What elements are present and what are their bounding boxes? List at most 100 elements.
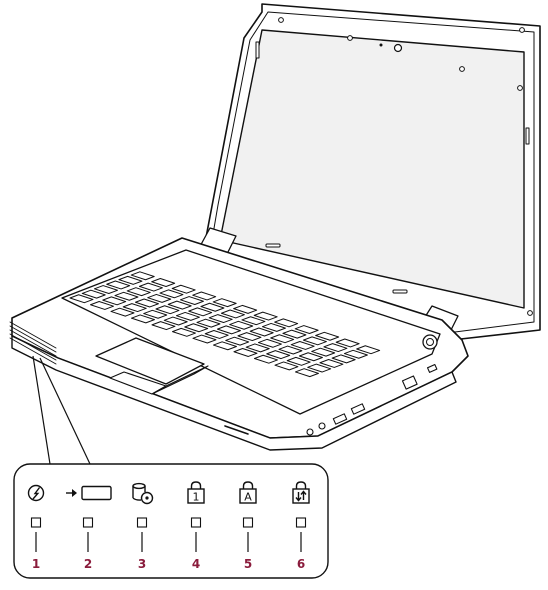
keyboard-key — [167, 300, 192, 310]
keyboard-key — [274, 361, 299, 371]
keyboard-key — [69, 294, 94, 304]
keyboard-key — [241, 316, 266, 326]
keyboard-key — [143, 309, 168, 319]
side-ports — [306, 363, 438, 436]
keyboard-key — [294, 368, 319, 378]
keyboard-key — [138, 282, 163, 292]
keyboard-key — [274, 318, 299, 328]
keyboard-key — [294, 325, 319, 335]
indicator-number: 6 — [297, 557, 305, 571]
drive-activity-icon — [132, 482, 154, 505]
keyboard-key — [257, 338, 282, 348]
keyboard-key — [278, 345, 303, 355]
keyboard-key — [290, 340, 315, 350]
speaker-grille — [9, 321, 57, 365]
keyboard-key — [196, 318, 221, 328]
screen — [219, 29, 525, 309]
keyboard-key — [282, 329, 307, 339]
keyboard-key — [192, 291, 217, 301]
indicator-item: 14 — [187, 481, 205, 571]
keyboard-key — [130, 271, 155, 281]
keyboard-key — [204, 329, 229, 339]
keyboard-key — [319, 359, 344, 368]
keyboard-key — [307, 363, 332, 373]
keyboard-key — [159, 289, 184, 299]
keyboard-key — [323, 343, 348, 353]
indicator-led — [190, 517, 202, 528]
ac-battery-icon — [66, 485, 112, 501]
keyboard-key — [253, 311, 278, 321]
keyboard-key — [175, 311, 200, 321]
num-lock-icon: 1 — [187, 481, 205, 504]
keyboard-key — [315, 331, 340, 341]
indicator-item: 2 — [66, 485, 112, 571]
keyboard-key — [266, 350, 291, 360]
indicator-number: 5 — [244, 557, 252, 571]
keyboard-key — [147, 293, 172, 303]
keyboard-key — [249, 327, 274, 337]
keyboard-key — [245, 343, 270, 353]
indicator-led — [295, 517, 307, 528]
keyboard-key — [102, 296, 127, 306]
svg-text:1: 1 — [193, 491, 200, 504]
touchpad-right-button — [151, 365, 209, 395]
keyboard-key — [126, 287, 151, 297]
keyboard-key — [212, 298, 237, 308]
indicator-number: 2 — [84, 557, 92, 571]
touchpad — [95, 337, 205, 385]
keyboard-key — [270, 334, 295, 344]
keyboard-key — [233, 348, 258, 357]
keyboard-key — [208, 314, 233, 324]
keyboard-key — [225, 336, 250, 346]
keyboard-key — [200, 302, 225, 312]
keyboard-key — [163, 316, 188, 326]
keyboard-key — [188, 307, 213, 317]
keyboard-key — [212, 341, 237, 351]
keyboard-key — [220, 309, 245, 319]
webcam — [393, 43, 403, 53]
power-icon — [27, 484, 45, 502]
keyboard-key — [81, 289, 106, 299]
keyboard-key — [155, 305, 180, 315]
keyboard-key — [151, 278, 176, 287]
indicator-number: 3 — [138, 557, 146, 571]
indicator-item: 1 — [27, 484, 45, 571]
keyboard-key — [134, 298, 159, 308]
indicator-led — [30, 517, 42, 528]
keyboard-key — [118, 275, 143, 285]
keyboard-key — [93, 285, 118, 295]
keyboard-key — [192, 334, 217, 344]
keyboard-key — [261, 322, 286, 332]
keyboard-key — [331, 354, 356, 364]
keyboard-key — [106, 280, 131, 290]
keyboard-keys — [69, 271, 381, 378]
indicator-led — [242, 517, 254, 528]
keyboard-key — [89, 300, 114, 310]
keyboard-key — [237, 332, 262, 342]
keyboard-key — [233, 304, 258, 314]
keyboard-key — [216, 325, 241, 335]
keyboard-key — [311, 347, 336, 357]
keyboard-key — [110, 307, 135, 317]
keyboard-key — [122, 303, 147, 313]
indicator-item: 3 — [132, 482, 154, 571]
keyboard-key — [343, 349, 368, 359]
indicator-number: 1 — [32, 557, 40, 571]
caps-lock-icon: A — [239, 481, 257, 504]
keyboard-key — [130, 314, 155, 324]
keyboard-key — [114, 291, 139, 301]
callout-leader-lines — [32, 355, 91, 465]
keyboard-key — [356, 345, 381, 355]
keyboard-key — [171, 284, 196, 294]
keyboard-key — [229, 320, 254, 330]
svg-text:A: A — [244, 491, 252, 504]
keyboard-key — [171, 327, 196, 337]
indicator-item: 6 — [292, 481, 310, 571]
keyboard-key — [286, 356, 311, 366]
keyboard-key — [151, 321, 176, 331]
indicator-item: A5 — [239, 481, 257, 571]
keyboard-key — [179, 296, 204, 306]
